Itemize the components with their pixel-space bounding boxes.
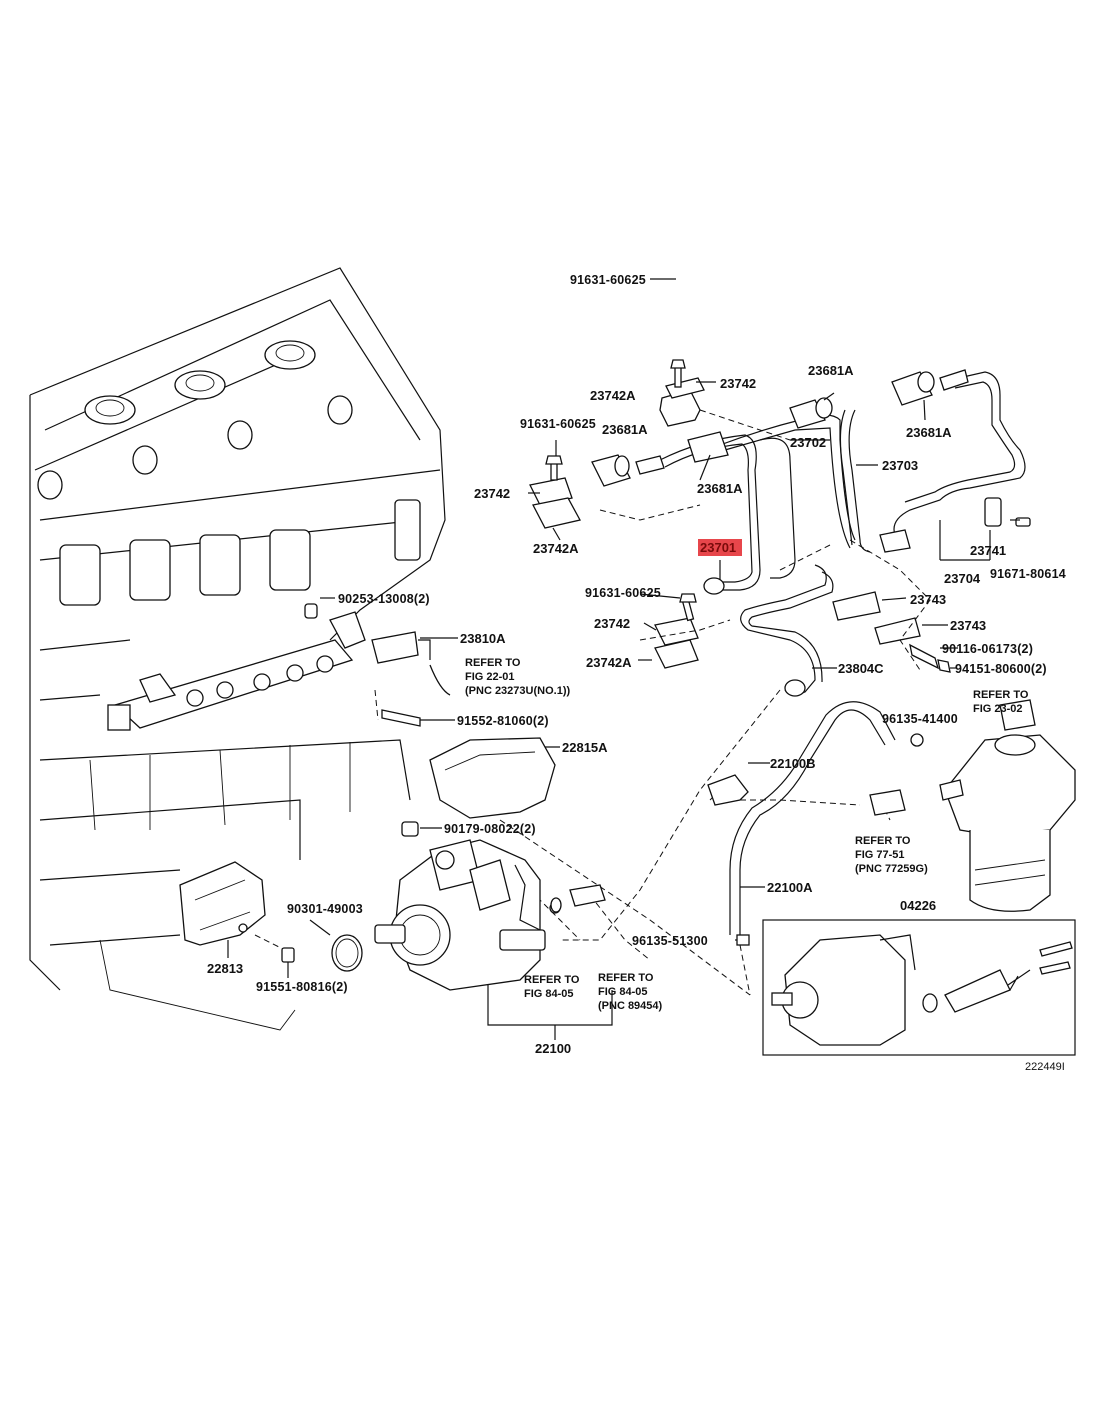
- label-90253-13008[interactable]: 90253-13008(2): [338, 592, 430, 606]
- label-23743-b[interactable]: 23743: [950, 618, 986, 633]
- refer-fig-22-01-line3[interactable]: (PNC 23273U(NO.1)): [465, 685, 570, 697]
- label-22815A[interactable]: 22815A: [562, 740, 608, 755]
- part-labels: 91631-60625 23742A 23742 23681A 91631-60…: [207, 273, 1066, 1073]
- label-91552-81060[interactable]: 91552-81060(2): [457, 714, 549, 728]
- label-94151-80600[interactable]: 94151-80600(2): [955, 662, 1047, 676]
- engine-block-illustration: [29, 267, 446, 1031]
- label-23681A-mid[interactable]: 23681A: [602, 422, 648, 437]
- label-23742-left[interactable]: 23742: [474, 486, 510, 501]
- bracket-22813: [179, 709, 421, 972]
- fuel-filter-illustration: [939, 699, 1076, 912]
- label-23742A-top[interactable]: 23742A: [590, 388, 636, 403]
- diagram-id: 222449I: [1025, 1061, 1065, 1073]
- supply-pump-illustration: [374, 839, 561, 991]
- label-96135-51300[interactable]: 96135-51300: [632, 934, 708, 948]
- label-23742A-left[interactable]: 23742A: [533, 541, 579, 556]
- label-90179-08022[interactable]: 90179-08022(2): [444, 822, 536, 836]
- label-23681A-low[interactable]: 23681A: [697, 481, 743, 496]
- label-91671-80614[interactable]: 91671-80614: [990, 567, 1066, 581]
- label-23704[interactable]: 23704: [944, 571, 981, 586]
- label-22813[interactable]: 22813: [207, 961, 243, 976]
- refer-fig-22-01-line2[interactable]: FIG 22-01: [465, 671, 515, 683]
- refer-fig-22-01-line1[interactable]: REFER TO: [465, 657, 521, 669]
- label-23804C[interactable]: 23804C: [838, 661, 884, 676]
- label-23810A[interactable]: 23810A: [460, 631, 506, 646]
- label-91631-60625-top[interactable]: 91631-60625: [570, 273, 646, 287]
- label-23741[interactable]: 23741: [970, 543, 1006, 558]
- refer-fig-84-05-a-line1[interactable]: REFER TO: [524, 974, 580, 986]
- kit-box-04226: [762, 919, 1076, 1056]
- refer-fig-84-05-b-line3[interactable]: (PNC 89454): [598, 1000, 663, 1012]
- refer-fig-23-02-line2[interactable]: FIG 23-02: [973, 703, 1023, 715]
- refer-fig-77-51-line1[interactable]: REFER TO: [855, 835, 911, 847]
- label-23743-a[interactable]: 23743: [910, 592, 946, 607]
- label-23742-top[interactable]: 23742: [720, 376, 756, 391]
- label-91631-60625-mid[interactable]: 91631-60625: [520, 417, 596, 431]
- label-90301-49003[interactable]: 90301-49003: [287, 902, 363, 916]
- label-23701-highlighted[interactable]: 23701: [700, 540, 736, 555]
- label-22100A[interactable]: 22100A: [767, 880, 813, 895]
- label-04226[interactable]: 04226: [900, 898, 936, 913]
- fuel-rail-illustration: [107, 603, 451, 731]
- refer-fig-84-05-a-line2[interactable]: FIG 84-05: [524, 988, 574, 1000]
- label-23703[interactable]: 23703: [882, 458, 918, 473]
- injection-pipes-illustration: [529, 359, 1031, 697]
- label-23742A-low[interactable]: 23742A: [586, 655, 632, 670]
- label-91551-80816[interactable]: 91551-80816(2): [256, 980, 348, 994]
- refer-fig-77-51-line2[interactable]: FIG 77-51: [855, 849, 905, 861]
- refer-fig-23-02-line1[interactable]: REFER TO: [973, 689, 1029, 701]
- refer-fig-77-51-line3[interactable]: (PNC 77259G): [855, 863, 928, 875]
- label-91631-60625-low[interactable]: 91631-60625: [585, 586, 661, 600]
- highlight-box-23701: [698, 539, 742, 556]
- label-23681A-right[interactable]: 23681A: [906, 425, 952, 440]
- refer-fig-84-05-b-line2[interactable]: FIG 84-05: [598, 986, 648, 998]
- label-23681A-top[interactable]: 23681A: [808, 363, 854, 378]
- label-23702[interactable]: 23702: [790, 435, 826, 450]
- refer-fig-84-05-b-line1[interactable]: REFER TO: [598, 972, 654, 984]
- label-90116-06173[interactable]: 90116-06173(2): [942, 642, 1033, 656]
- label-96135-41400[interactable]: 96135-41400: [882, 712, 958, 726]
- label-23742-low[interactable]: 23742: [594, 616, 630, 631]
- fuel-hoses-22100: [550, 701, 924, 946]
- pump-cover-22815A: [429, 737, 556, 819]
- label-22100B[interactable]: 22100B: [770, 756, 816, 771]
- label-22100[interactable]: 22100: [535, 1041, 571, 1056]
